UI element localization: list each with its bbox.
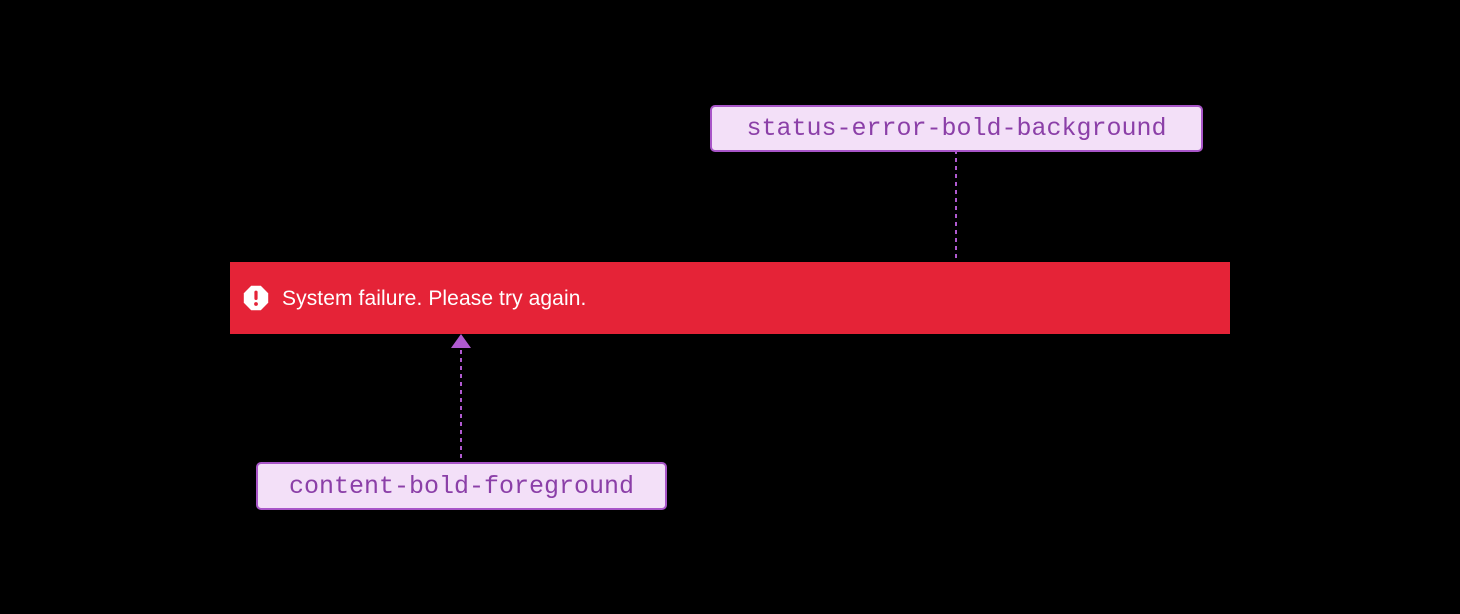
connector-bottom-arrowhead-icon [451,334,471,348]
token-chip-content-bold-foreground[interactable]: content-bold-foreground [256,462,667,510]
error-octagon-icon [243,285,269,311]
error-alert-message: System failure. Please try again. [282,286,587,310]
connector-to-banner-foreground [451,334,471,466]
token-chip-label: content-bold-foreground [288,471,635,501]
token-chip-label: status-error-bold-background [746,114,1167,143]
token-chip-status-error-bold-background[interactable]: status-error-bold-background [710,105,1203,152]
error-alert-banner: System failure. Please try again. [230,262,1230,334]
